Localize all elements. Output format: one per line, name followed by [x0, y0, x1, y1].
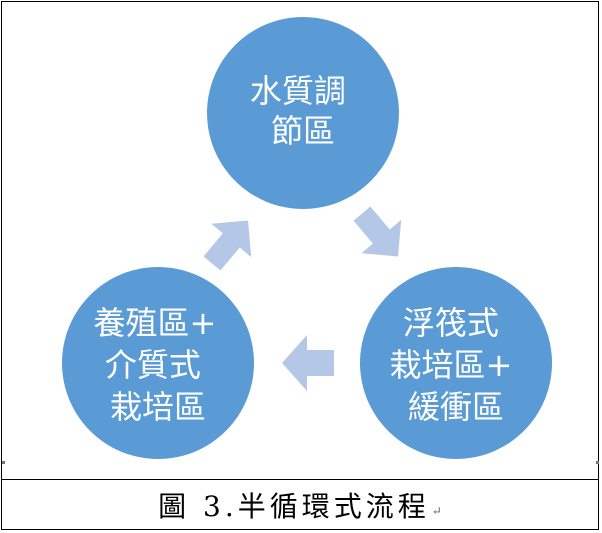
- node-raft-cultivation-line-1: 浮筏式: [403, 304, 499, 342]
- arrow-water-to-raft-shape: [353, 206, 402, 257]
- cycle-diagram: 水質調 節區 浮筏式 栽培區+ 緩衝區 養殖區+ 介質式 栽培區: [62, 17, 552, 459]
- node-water-quality-line-1: 水質調: [250, 72, 346, 110]
- arrow-aquaculture-to-water: [203, 220, 252, 271]
- node-raft-cultivation-line-3: 緩衝區: [408, 388, 504, 426]
- node-water-quality: 水質調 節區: [207, 17, 399, 209]
- paragraph-mark: ↵: [431, 504, 442, 518]
- arrow-raft-to-aquaculture: [282, 335, 334, 391]
- arrow-water-to-raft: [353, 206, 402, 257]
- node-water-quality-circle: [207, 17, 399, 209]
- arrow-aquaculture-to-water-shape: [203, 220, 252, 271]
- left-anchor-mark: [2, 461, 5, 464]
- node-aquaculture-line-3: 栽培區: [110, 388, 206, 426]
- node-raft-cultivation: 浮筏式 栽培區+ 緩衝區: [360, 267, 552, 459]
- node-water-quality-line-2: 節區: [271, 112, 335, 150]
- right-anchor-mark: [596, 461, 599, 464]
- svg-text:水質調 節區: 水質調 節區: [250, 72, 356, 150]
- node-aquaculture-circle: [62, 267, 254, 459]
- arrow-raft-to-aquaculture-shape: [282, 335, 334, 391]
- caption-divider: [1, 479, 599, 480]
- caption-text: 圖 3.半循環式流程: [158, 490, 430, 523]
- svg-text:浮筏式 栽培區+ 緩衝區: 浮筏式 栽培區+ 緩衝區: [390, 304, 523, 426]
- node-raft-cultivation-circle: [360, 267, 552, 459]
- node-aquaculture-line-1: 養殖區+: [94, 304, 217, 342]
- node-raft-cultivation-line-2: 栽培區+: [390, 346, 513, 384]
- figure-caption: 圖 3.半循環式流程 ↵: [0, 482, 600, 528]
- svg-text:養殖區+ 介質式 栽培區: 養殖區+ 介質式 栽培區: [94, 304, 227, 426]
- node-aquaculture-line-2: 介質式: [105, 346, 201, 384]
- node-aquaculture: 養殖區+ 介質式 栽培區: [62, 267, 254, 459]
